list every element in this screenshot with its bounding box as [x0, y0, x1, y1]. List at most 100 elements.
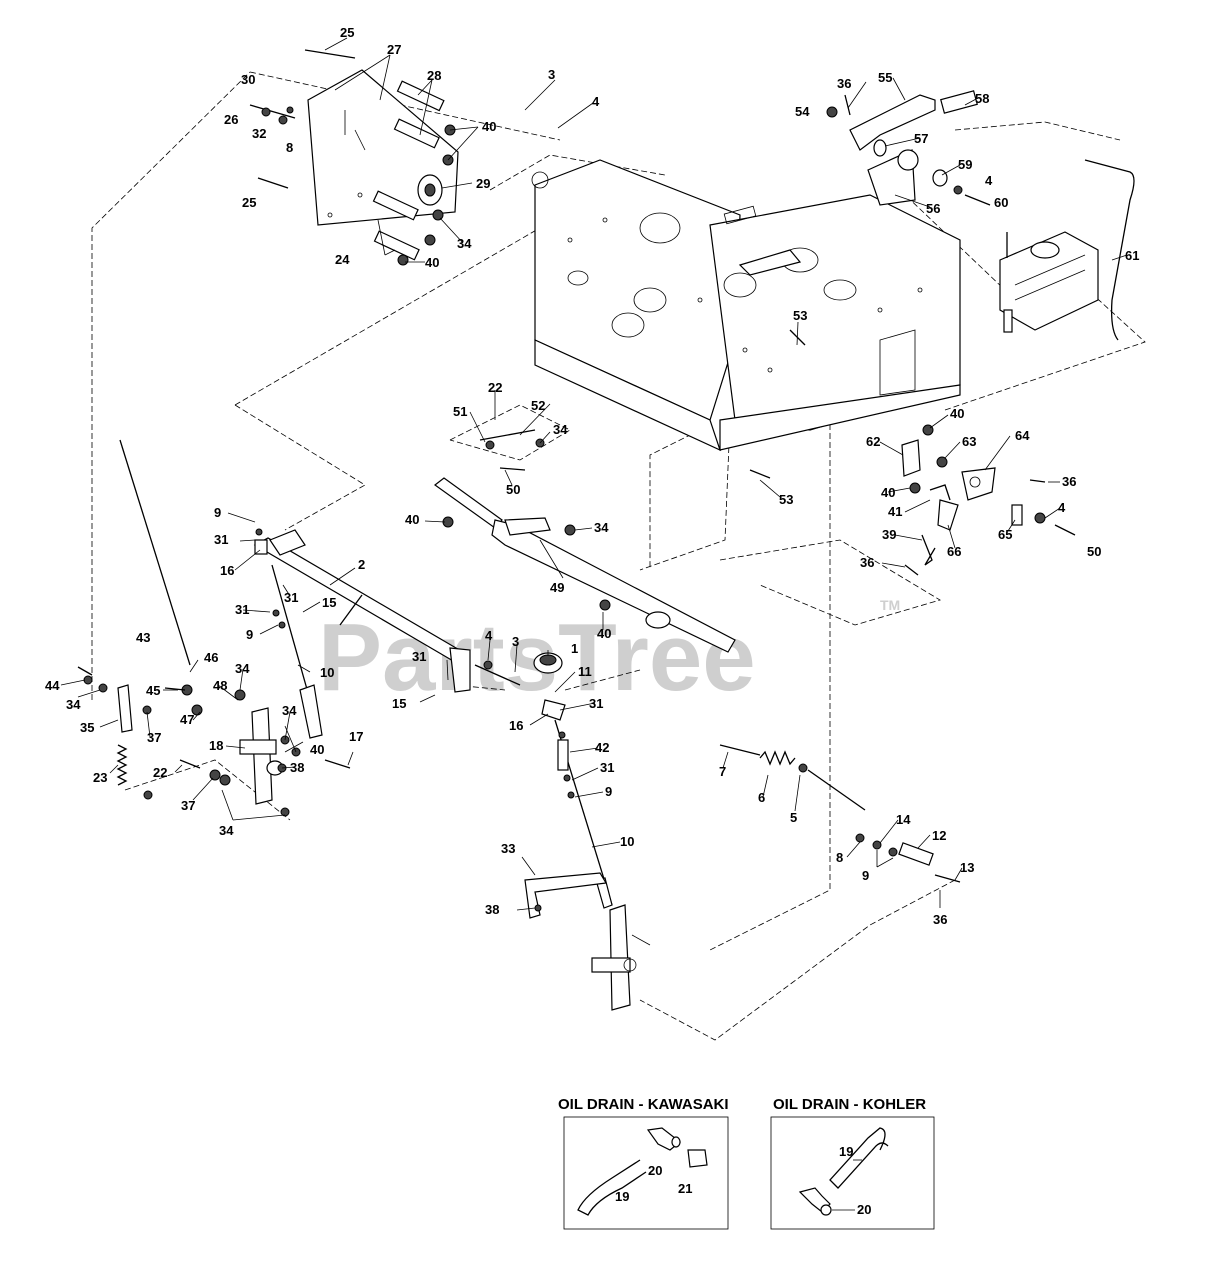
callout: 28	[427, 68, 441, 83]
callout: 10	[620, 834, 634, 849]
callout: 51	[453, 404, 467, 419]
callout: 57	[914, 131, 928, 146]
callout: 35	[80, 720, 94, 735]
left-lever-group	[77, 439, 351, 817]
callout: 64	[1015, 428, 1030, 443]
callout: 11	[578, 664, 592, 679]
callout: 47	[180, 712, 194, 727]
callout: 66	[947, 544, 961, 559]
watermark-tm: TM	[880, 597, 900, 613]
callout: 53	[793, 308, 807, 323]
callout: 40	[881, 485, 895, 500]
callout: 34	[553, 422, 568, 437]
callout: 41	[888, 504, 902, 519]
frame-box	[531, 159, 961, 452]
callout: 53	[779, 492, 793, 507]
right-lever-group	[749, 329, 1076, 576]
control-panel-plate	[249, 49, 459, 266]
callout: 65	[998, 527, 1012, 542]
callout: 22	[488, 380, 502, 395]
callout: 40	[950, 406, 964, 421]
callout: 40	[310, 742, 324, 757]
callout: 50	[1087, 544, 1101, 559]
callout: 52	[531, 398, 545, 413]
callout: 25	[340, 25, 354, 40]
callout: 9	[605, 784, 612, 799]
callout: 3	[548, 67, 555, 82]
callout: 56	[926, 201, 940, 216]
callout: 62	[866, 434, 880, 449]
fuel-line	[1084, 159, 1135, 341]
callout: 21	[678, 1181, 692, 1196]
callout: 24	[335, 252, 350, 267]
callout: 34	[457, 236, 472, 251]
callout: 39	[882, 527, 896, 542]
callout: 2	[358, 557, 365, 572]
inset-title: OIL DRAIN - KOHLER	[773, 1096, 926, 1113]
callout: 42	[595, 740, 609, 755]
callout: 58	[975, 91, 989, 106]
leader-lines	[60, 37, 1128, 911]
callout: 16	[509, 718, 523, 733]
callout: 27	[387, 42, 401, 57]
callout: 4	[985, 173, 993, 188]
callout: 8	[836, 850, 843, 865]
callout: 37	[181, 798, 195, 813]
inset-oil-drain-kohler: OIL DRAIN - KOHLER 19 20	[770, 1096, 935, 1230]
callout: 7	[719, 764, 726, 779]
pto-lever-assembly	[433, 429, 736, 653]
inset-title: OIL DRAIN - KAWASAKI	[558, 1096, 729, 1113]
callout: 20	[857, 1202, 871, 1217]
brake-bar	[524, 872, 651, 1011]
callout: 23	[93, 770, 107, 785]
callout: 20	[648, 1163, 662, 1178]
callout: 31	[589, 696, 603, 711]
callout: 34	[235, 661, 250, 676]
center-linkage	[533, 652, 613, 909]
callout: 4	[592, 94, 600, 109]
callout: 31	[214, 532, 228, 547]
callout-labels: 25 27 28 30 26 32 8 40 29 25 34 24 40 3 …	[45, 25, 1139, 927]
callout: 50	[506, 482, 520, 497]
callout: 17	[349, 729, 363, 744]
callout: 40	[482, 119, 496, 134]
callout: 25	[242, 195, 256, 210]
callout: 8	[286, 140, 293, 155]
callout: 60	[994, 195, 1008, 210]
callout: 31	[600, 760, 614, 775]
callout: 6	[758, 790, 765, 805]
callout: 22	[153, 765, 167, 780]
callout: 4	[485, 628, 493, 643]
callout: 32	[252, 126, 266, 141]
callout: 38	[290, 760, 304, 775]
callout: 46	[204, 650, 218, 665]
callout: 33	[501, 841, 515, 856]
callout: 12	[932, 828, 946, 843]
callout: 36	[933, 912, 947, 927]
center-shaft	[253, 529, 521, 693]
callout: 9	[214, 505, 221, 520]
callout: 26	[224, 112, 238, 127]
inset-oil-drain-kawasaki: OIL DRAIN - KAWASAKI 20 21 19	[558, 1096, 729, 1230]
callout: 9	[246, 627, 253, 642]
callout: 5	[790, 810, 797, 825]
callout: 31	[284, 590, 298, 605]
callout: 48	[213, 678, 227, 693]
callout: 34	[66, 697, 81, 712]
callout: 55	[878, 70, 892, 85]
callout: 40	[425, 255, 439, 270]
callout: 15	[392, 696, 406, 711]
callout: 36	[837, 76, 851, 91]
callout: 54	[795, 104, 810, 119]
callout: 4	[1058, 500, 1066, 515]
callout: 49	[550, 580, 564, 595]
callout: 31	[412, 649, 426, 664]
callout: 40	[405, 512, 419, 527]
callout: 10	[320, 665, 334, 680]
callout: 18	[209, 738, 223, 753]
callout: 61	[1125, 248, 1139, 263]
callout: 36	[1062, 474, 1076, 489]
callout: 34	[219, 823, 234, 838]
callout: 63	[962, 434, 976, 449]
